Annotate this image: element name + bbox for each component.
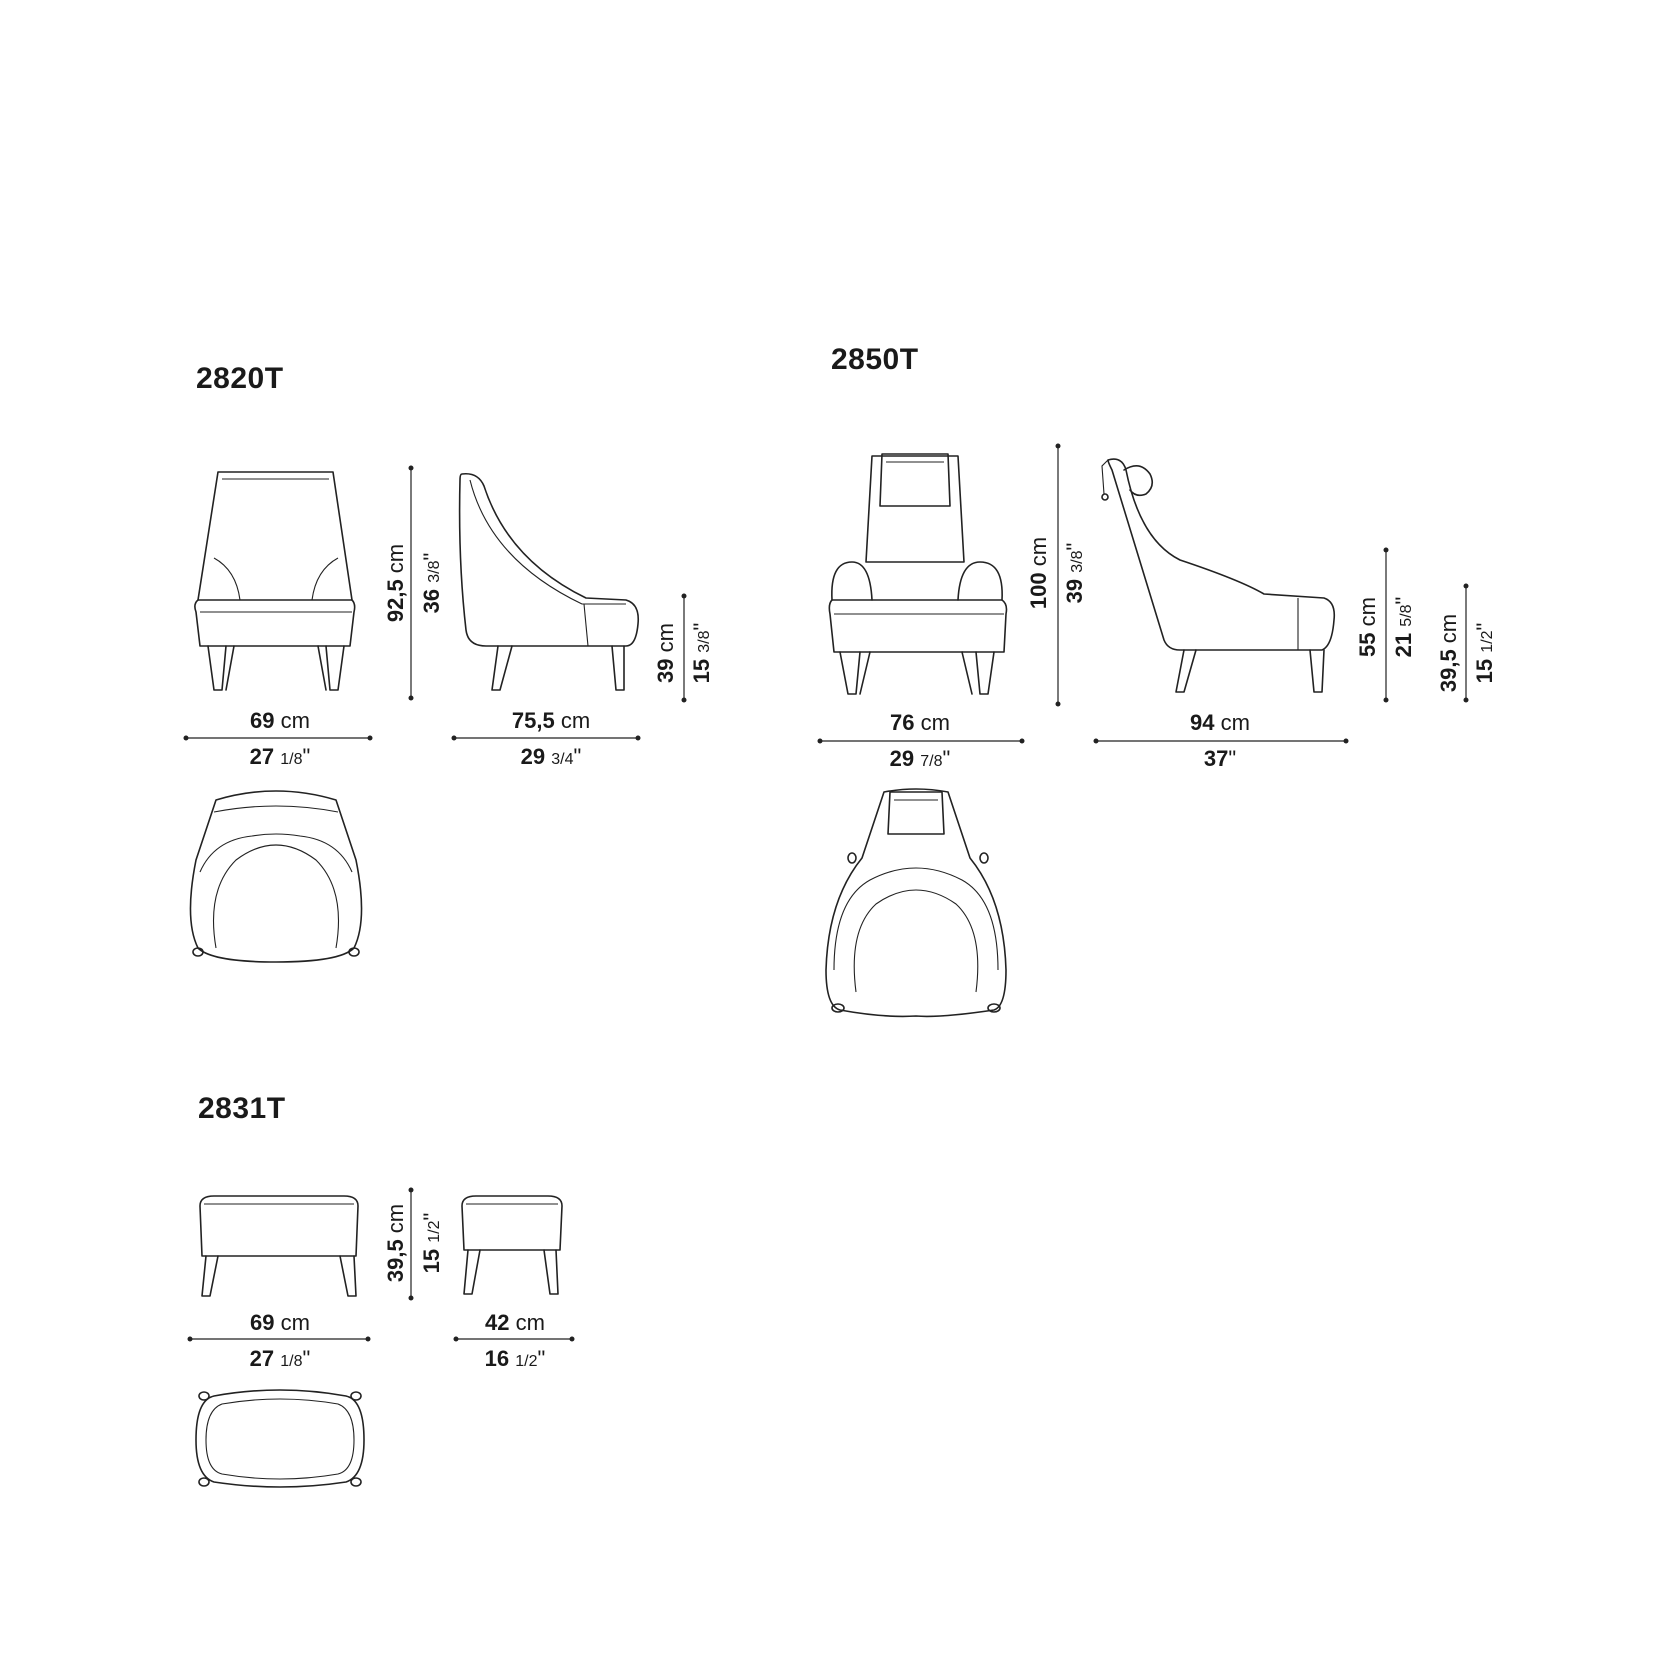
dim-2850T-seat-inch: 15 1/2" [1472, 622, 1497, 684]
dim-2820T-seat-inch: 15 3/8" [689, 622, 714, 684]
ottoman-2831T-front-view [199, 1195, 359, 1297]
dim-2831T-width-cm: 69 cm [250, 1310, 310, 1335]
dim-line-2850T-seat [1463, 583, 1469, 703]
dim-line-2820T-width [183, 735, 373, 741]
dim-2831T-height-cm: 39,5 cm [383, 1203, 408, 1283]
dim-line-2831T-width [187, 1336, 371, 1342]
armchair-2820T-top-view [189, 790, 363, 963]
armchair-2850T-top-view [825, 788, 1007, 1018]
dim-line-2820T-depth [451, 735, 641, 741]
dim-2850T-height-cm: 100 cm [1026, 536, 1051, 610]
armchair-2820T-side-view [458, 472, 640, 691]
dim-2831T-depth-cm: 42 cm [485, 1310, 545, 1335]
dim-2850T-depth-cm: 94 cm [1190, 710, 1250, 735]
dim-line-2820T-height [408, 465, 414, 701]
dim-line-2850T-width [817, 738, 1025, 744]
dim-2820T-height-cm: 92,5 cm [383, 543, 408, 623]
model-title-2831T: 2831T [198, 1092, 286, 1125]
dim-2831T-depth-inch: 16 1/2" [484, 1346, 546, 1371]
dim-2831T-height-inch: 15 1/2" [419, 1212, 444, 1274]
model-title-2850T: 2850T [831, 343, 919, 376]
dim-2820T-height-inch: 36 3/8" [419, 552, 444, 614]
dim-2831T-width-inch: 27 1/8" [249, 1346, 311, 1371]
model-title-2820T: 2820T [196, 362, 284, 395]
dim-2850T-arm-inch: 21 5/8" [1391, 596, 1416, 658]
dim-line-2850T-height [1055, 443, 1061, 707]
dim-line-2831T-height [408, 1187, 414, 1301]
dim-2820T-width-inch: 27 1/8" [249, 744, 311, 769]
dim-2850T-arm-cm: 55 cm [1355, 597, 1380, 657]
dim-2850T-width-cm: 76 cm [890, 710, 950, 735]
dim-2820T-depth-inch: 29 3/4" [520, 744, 582, 769]
dim-2820T-depth-cm: 75,5 cm [511, 708, 591, 733]
ottoman-2831T-side-view [461, 1195, 563, 1295]
dim-line-2831T-depth [453, 1336, 575, 1342]
dim-line-2850T-depth [1093, 738, 1349, 744]
ottoman-2831T-top-view [195, 1389, 365, 1488]
dim-line-2820T-seat [681, 593, 687, 703]
dim-2820T-seat-cm: 39 cm [653, 623, 678, 683]
armchair-2820T-front-view [194, 471, 356, 691]
armchair-2850T-side-view [1101, 458, 1336, 693]
dim-2850T-seat-cm: 39,5 cm [1436, 613, 1461, 693]
dim-2850T-height-inch: 39 3/8" [1062, 542, 1087, 604]
dim-2820T-width-cm: 69 cm [250, 708, 310, 733]
dim-2850T-depth-inch: 37" [1203, 746, 1237, 771]
armchair-2850T-front-view [828, 453, 1008, 695]
dim-2850T-width-inch: 29 7/8" [889, 746, 951, 771]
dim-line-2850T-arm [1383, 547, 1389, 703]
